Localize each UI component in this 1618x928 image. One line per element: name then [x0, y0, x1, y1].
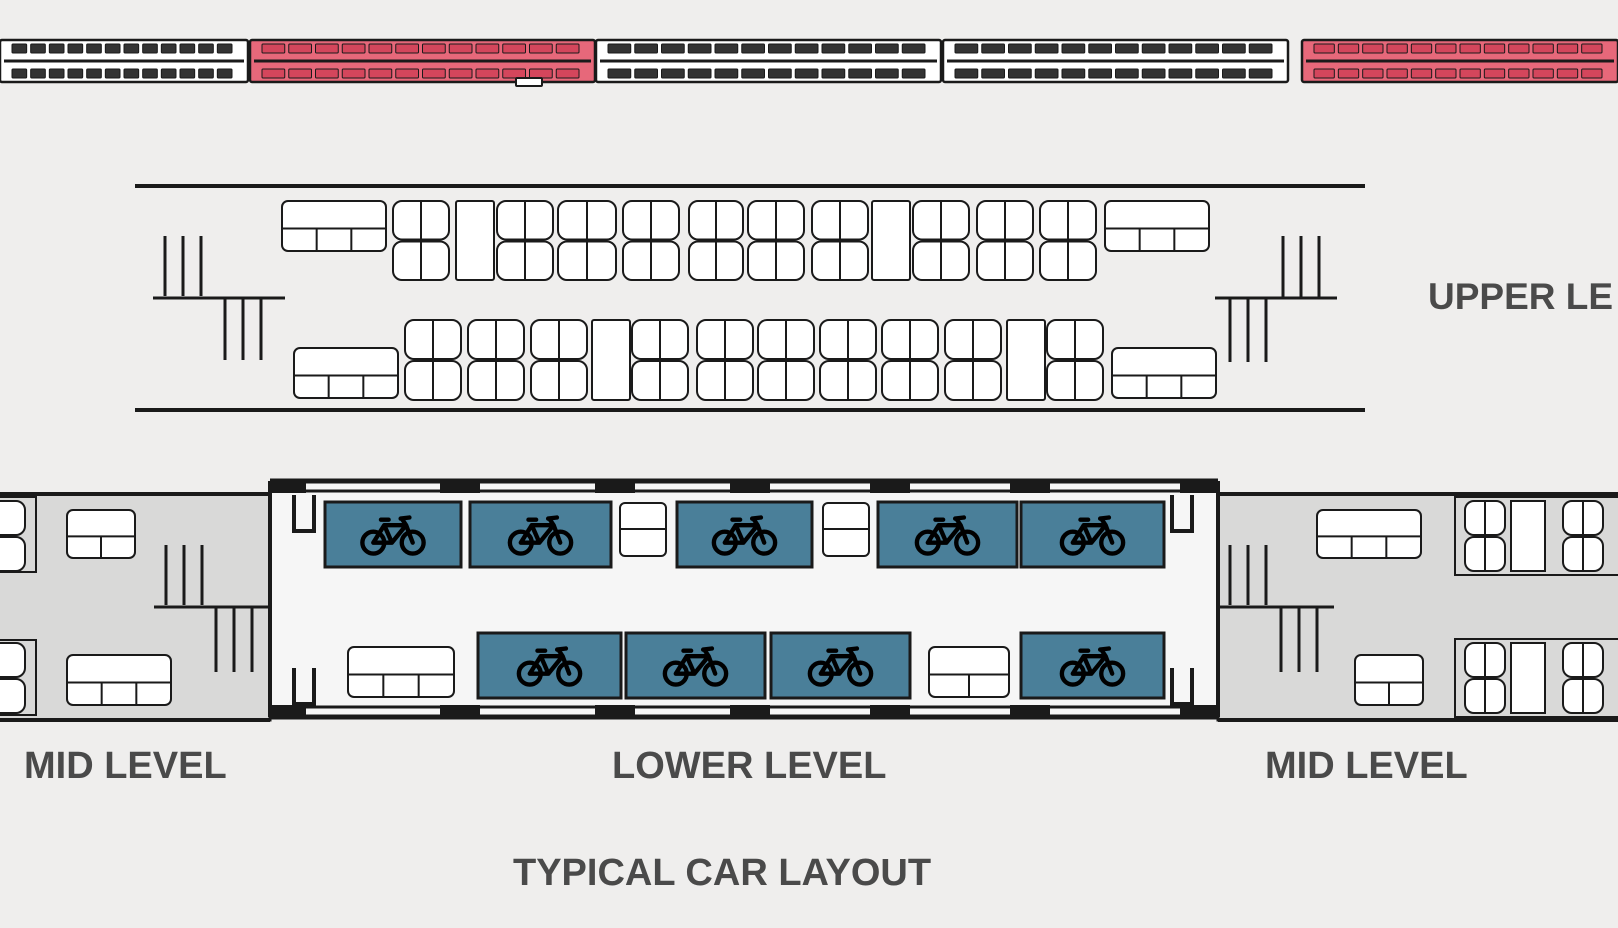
seat-pair — [1046, 319, 1104, 401]
car — [594, 38, 943, 84]
bike-area — [476, 631, 623, 700]
bike-space — [624, 631, 767, 700]
seat-pair — [0, 500, 26, 572]
train-overview-strip — [0, 38, 1618, 87]
mid-level-left-label: MID LEVEL — [24, 745, 227, 787]
lower-level-label: LOWER LEVEL — [612, 745, 887, 787]
mid-right-stairs — [1218, 545, 1334, 672]
door-frame — [1170, 495, 1194, 533]
bike-space — [1019, 500, 1166, 569]
bike-space — [1019, 631, 1166, 700]
bike-area — [323, 500, 463, 569]
bench-seat — [1111, 347, 1217, 399]
seat-pair — [912, 200, 970, 281]
car — [0, 38, 250, 84]
seat-pair — [819, 319, 877, 401]
seat-pair — [631, 319, 689, 401]
bike-area — [1019, 631, 1166, 700]
seat-pair — [557, 200, 617, 281]
wall-post — [1180, 705, 1218, 719]
lower-level-plan — [268, 478, 1220, 720]
seat-pair — [696, 319, 754, 401]
upper-level-label: UPPER LE — [1428, 276, 1614, 317]
seat-pair — [688, 200, 744, 281]
bike-space — [876, 500, 1019, 569]
bench-seat — [66, 654, 172, 706]
seat-pair — [1039, 200, 1097, 281]
mid-level-left-plan — [0, 492, 272, 722]
seat-pair — [1464, 642, 1506, 714]
bench-seat — [293, 347, 399, 399]
bench-seat — [928, 646, 1010, 698]
bike-space — [323, 500, 463, 569]
seat-pair — [1464, 500, 1506, 572]
mid-right-seat-block — [1454, 496, 1618, 576]
mid-right-seat-block — [1454, 638, 1618, 718]
seat-pair — [976, 200, 1034, 281]
highlighted-car — [248, 38, 597, 84]
seat-pair — [622, 200, 680, 281]
bike-space — [769, 631, 912, 700]
seat-pair — [1562, 642, 1604, 714]
bench-seat — [347, 646, 455, 698]
bike-area — [876, 500, 1019, 569]
door-frame — [292, 495, 316, 533]
seat-pair — [757, 319, 815, 401]
mid-level-right-plan — [1216, 492, 1618, 722]
wall-post — [595, 479, 635, 493]
bench-seat — [1354, 654, 1424, 706]
bike-area — [624, 631, 767, 700]
seat-pair — [881, 319, 939, 401]
seat-pair — [467, 319, 525, 401]
wall-post — [1010, 705, 1050, 719]
mid-left-stairs — [154, 545, 270, 672]
wall-post — [270, 479, 306, 493]
highlighted-car — [1300, 38, 1618, 84]
wall-post — [440, 705, 480, 719]
bike-area — [769, 631, 912, 700]
upper-level-stairs — [153, 236, 1337, 362]
wall-post — [270, 705, 306, 719]
seat-pair — [0, 642, 26, 714]
wall-post — [1010, 479, 1050, 493]
bench-seat — [281, 200, 387, 252]
upper-level-plan — [135, 184, 1365, 412]
seat-pair — [1562, 500, 1604, 572]
door-frame — [292, 668, 316, 706]
wall-post — [870, 479, 910, 493]
bike-space — [468, 500, 613, 569]
stairs-right — [1215, 236, 1337, 362]
bike-space — [476, 631, 623, 700]
wall-post — [1180, 479, 1218, 493]
upper-level-seats — [281, 200, 1217, 401]
seat-pair — [944, 319, 1002, 401]
stairs-left — [153, 236, 285, 360]
wall-post — [440, 479, 480, 493]
bike-area — [675, 500, 814, 569]
seat-pair — [404, 319, 462, 401]
wall-post — [595, 705, 635, 719]
bike-space — [675, 500, 814, 569]
seat-pair — [392, 200, 450, 281]
wall-post — [730, 479, 770, 493]
bench-seat — [1316, 509, 1422, 559]
seat-pair — [496, 200, 554, 281]
bench-seat — [66, 509, 136, 559]
diagram-title: TYPICAL CAR LAYOUT — [513, 852, 932, 894]
car — [941, 38, 1290, 84]
bike-area — [468, 500, 613, 569]
wall-post — [730, 705, 770, 719]
wall-post — [870, 705, 910, 719]
seat-pair — [811, 200, 869, 281]
seat-pair — [530, 319, 588, 401]
bike-area — [1019, 500, 1166, 569]
seat-pair — [747, 200, 805, 281]
bench-seat — [1104, 200, 1210, 252]
door-frame — [1170, 668, 1194, 706]
mid-level-right-label: MID LEVEL — [1265, 745, 1468, 787]
